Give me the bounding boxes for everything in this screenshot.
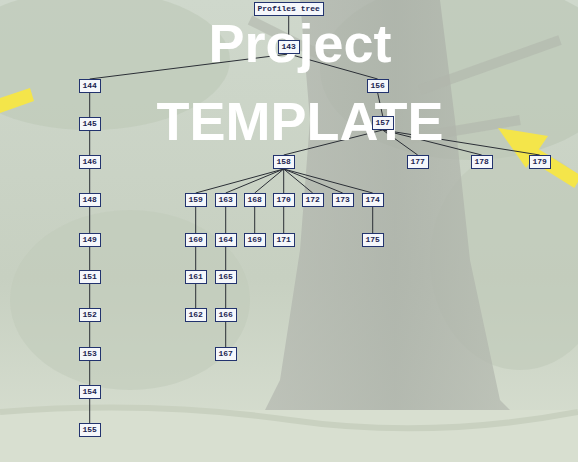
- tree-connector: [89, 247, 90, 270]
- node-label: 152: [83, 310, 97, 320]
- profile-box: 173: [332, 193, 354, 207]
- node-label: 148: [83, 195, 97, 205]
- profile-box: 153: [79, 347, 101, 361]
- profile-box: 144: [79, 79, 101, 93]
- profile-box: 157: [372, 116, 394, 130]
- profile-box: 152: [79, 308, 101, 322]
- profile-box: 154: [79, 385, 101, 399]
- profile-box: 163: [215, 193, 237, 207]
- node-label: 168: [248, 195, 262, 205]
- tree-connector: [225, 247, 226, 270]
- profile-box: 145: [79, 117, 101, 131]
- tree-connector: [195, 284, 196, 308]
- tree-connector: [89, 399, 90, 423]
- tree-connector: [372, 207, 373, 233]
- profile-box: 170: [273, 193, 295, 207]
- node-label: 145: [83, 119, 97, 129]
- node-label: 159: [189, 195, 203, 205]
- tree-connector: [89, 322, 90, 347]
- tree-connector: [283, 207, 284, 233]
- profile-box: 169: [244, 233, 266, 247]
- node-label: 170: [277, 195, 291, 205]
- profile-box: 151: [79, 270, 101, 284]
- tree-connector: [196, 169, 284, 193]
- profile-box: 167: [215, 347, 237, 361]
- profile-box: 149: [79, 233, 101, 247]
- profile-box: 143: [278, 40, 300, 54]
- node-label: 164: [219, 235, 233, 245]
- tree-connector: [89, 361, 90, 385]
- profile-box: 168: [244, 193, 266, 207]
- tree-connector: [225, 207, 226, 233]
- tree-connector: [284, 169, 373, 193]
- node-label: 154: [83, 387, 97, 397]
- node-label: 143: [282, 42, 296, 52]
- tree-connector: [283, 169, 284, 193]
- profile-box: 166: [215, 308, 237, 322]
- watermark-title: Project TEMPLATE: [110, 4, 490, 160]
- node-label: 157: [376, 118, 390, 128]
- node-label: 175: [366, 235, 380, 245]
- profile-box: 159: [185, 193, 207, 207]
- tree-connector: [89, 93, 90, 117]
- tree-connector: [226, 169, 284, 193]
- node-label: 146: [83, 157, 97, 167]
- profile-box: 148: [79, 193, 101, 207]
- profile-box: 179: [529, 155, 551, 169]
- profile-box: 164: [215, 233, 237, 247]
- node-label: 174: [366, 195, 380, 205]
- node-label: 160: [189, 235, 203, 245]
- profile-box: 161: [185, 270, 207, 284]
- profile-box: 172: [302, 193, 324, 207]
- tree-connector: [255, 169, 284, 193]
- node-label: 172: [306, 195, 320, 205]
- node-label: 179: [533, 157, 547, 167]
- node-label: 171: [277, 235, 291, 245]
- profile-box: 165: [215, 270, 237, 284]
- node-label: 169: [248, 235, 262, 245]
- tree-connector: [195, 247, 196, 270]
- tree-connector: [89, 207, 90, 233]
- tree-connector: [195, 207, 196, 233]
- node-label: 167: [219, 349, 233, 359]
- node-label: 162: [189, 310, 203, 320]
- profile-box: 177: [407, 155, 429, 169]
- node-label: 177: [411, 157, 425, 167]
- tree-connector: [89, 284, 90, 308]
- profile-box: Profiles tree: [254, 2, 324, 16]
- tree-connector: [254, 207, 255, 233]
- profile-box: 171: [273, 233, 295, 247]
- tree-connector: [89, 131, 90, 155]
- profile-box: 162: [185, 308, 207, 322]
- node-label: 178: [475, 157, 489, 167]
- node-label: 151: [83, 272, 97, 282]
- node-label: 155: [83, 425, 97, 435]
- profile-box: 155: [79, 423, 101, 437]
- profile-box: 178: [471, 155, 493, 169]
- node-label: 149: [83, 235, 97, 245]
- profile-box: 160: [185, 233, 207, 247]
- node-label: 165: [219, 272, 233, 282]
- tree-connector: [89, 169, 90, 193]
- tree-connector: [225, 322, 226, 347]
- node-label: 163: [219, 195, 233, 205]
- node-label: Profiles tree: [258, 4, 320, 14]
- node-label: 173: [336, 195, 350, 205]
- tree-connector: [284, 169, 343, 193]
- profile-box: 174: [362, 193, 384, 207]
- profile-box: 175: [362, 233, 384, 247]
- node-label: 161: [189, 272, 203, 282]
- node-label: 166: [219, 310, 233, 320]
- profile-box: 158: [273, 155, 295, 169]
- profile-box: 156: [367, 79, 389, 93]
- node-label: 158: [277, 157, 291, 167]
- node-label: 153: [83, 349, 97, 359]
- tree-connector: [225, 284, 226, 308]
- node-label: 144: [83, 81, 97, 91]
- profile-box: 146: [79, 155, 101, 169]
- node-label: 156: [371, 81, 385, 91]
